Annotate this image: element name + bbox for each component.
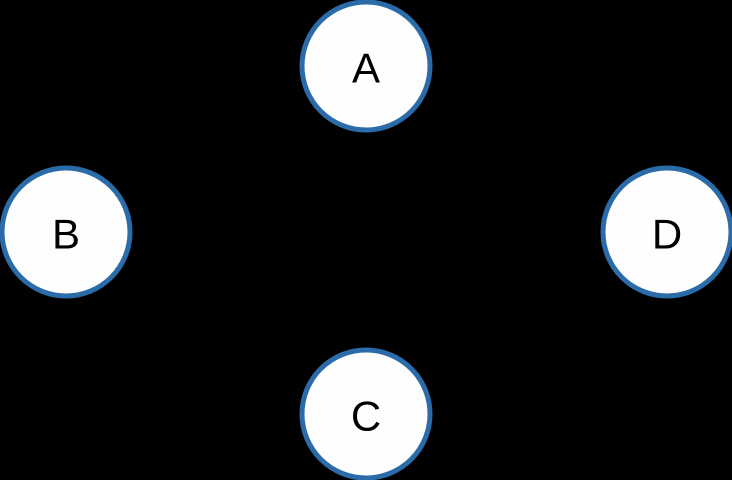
node-c-label: C <box>351 393 381 440</box>
node-d-label: D <box>652 211 682 258</box>
node-d-circle[interactable] <box>600 165 732 299</box>
node-a[interactable]: A <box>299 0 433 133</box>
node-a-label: A <box>352 45 380 92</box>
node-c-circle[interactable] <box>299 347 433 480</box>
node-b-circle[interactable] <box>0 165 133 299</box>
node-c[interactable]: C <box>299 347 433 480</box>
node-d[interactable]: D <box>600 165 732 299</box>
node-b[interactable]: B <box>0 165 133 299</box>
node-b-label: B <box>52 211 80 258</box>
node-a-circle[interactable] <box>299 0 433 133</box>
